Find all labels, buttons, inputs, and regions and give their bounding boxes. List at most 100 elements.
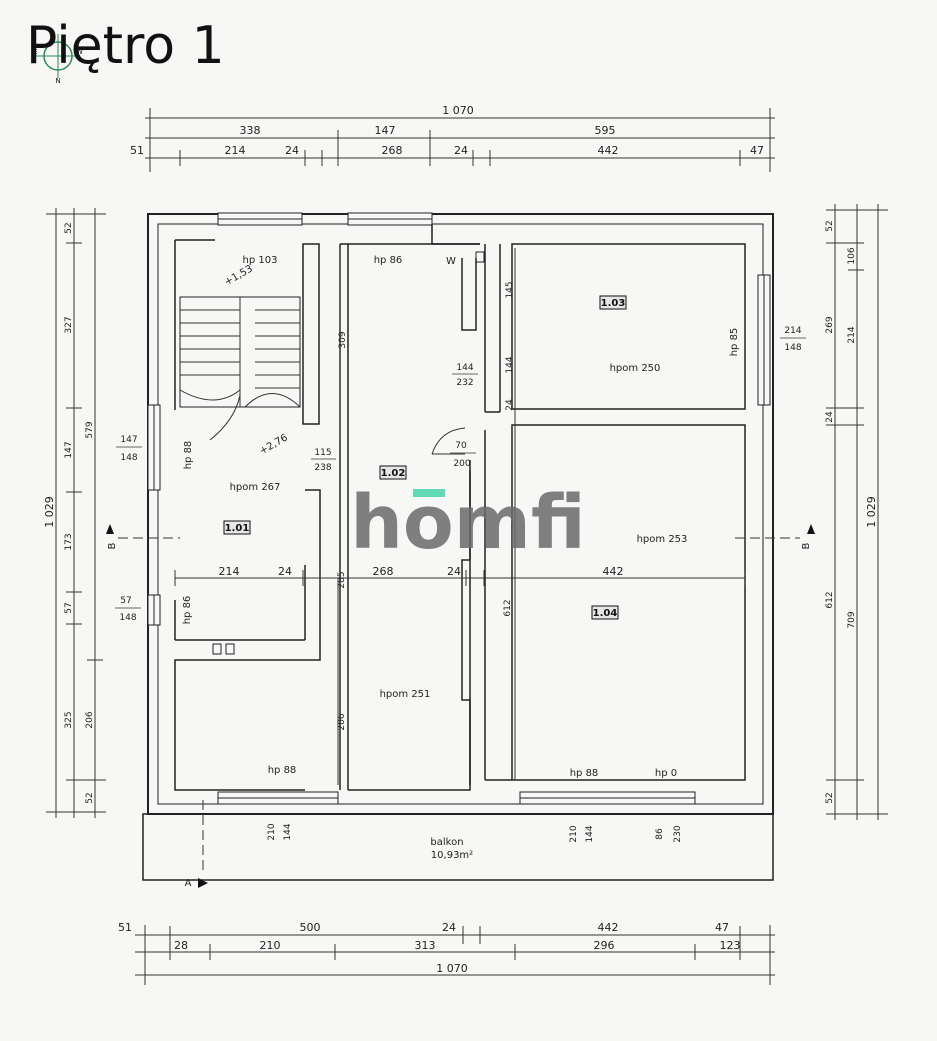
compass-west-label: W [76, 48, 83, 56]
room-1-01-height: hpom 267 [230, 482, 281, 493]
right-dim-outer: 1 029 [865, 496, 878, 528]
compass-east-label: E [33, 48, 37, 56]
bottom-dim-r1-0: 51 [118, 921, 132, 934]
inner-dim-285: 285 [337, 571, 347, 588]
top-dim-r3-3: 268 [382, 144, 403, 157]
left-dim-mid-5: 325 [64, 711, 74, 728]
bottom-dim-overall: 1 070 [436, 962, 468, 975]
top-dim-r2-2: 595 [595, 124, 616, 137]
compass-icon: N E W [33, 34, 83, 84]
window-2-210: 210 [569, 825, 579, 842]
label-hp85: hp 85 [729, 328, 740, 357]
top-dim-r2-0: 338 [240, 124, 261, 137]
window-1-210: 210 [267, 823, 277, 840]
label-level-276: +2,76 [258, 432, 290, 457]
window-3-230: 230 [673, 825, 683, 842]
window-2-144: 144 [585, 825, 595, 842]
top-dim-r2-1: 147 [375, 124, 396, 137]
label-hp86-left: hp 86 [182, 596, 193, 625]
room-1-01-number: 1.01 [225, 523, 250, 534]
bottom-dim-r2-1: 210 [260, 939, 281, 952]
inner-dim-mid-3: 24 [447, 565, 461, 578]
right-dim-inner-4: 24 [825, 411, 835, 423]
section-b-left: B [107, 542, 118, 549]
window-1-144: 144 [283, 823, 293, 840]
label-w: W [446, 256, 456, 267]
inner-dim-70: 70 [455, 441, 467, 451]
watermark-accent [413, 489, 445, 497]
window-3-86: 86 [655, 828, 665, 840]
inner-dim-mid-0: 214 [219, 565, 240, 578]
label-hp0: hp 0 [655, 768, 677, 779]
inner-dim-24v: 24 [505, 399, 515, 411]
bottom-dim-r1-1: 500 [300, 921, 321, 934]
right-dim-inner-3: 214 [847, 326, 857, 343]
room-1-03-height: hpom 250 [610, 363, 661, 374]
label-hp88-side: hp 88 [183, 441, 194, 470]
top-dim-overall: 1 070 [442, 104, 474, 117]
top-dim-r3-6: 47 [750, 144, 764, 157]
section-lines [118, 537, 800, 870]
right-dim-mid-0: 709 [847, 611, 857, 628]
room-1-04-height: hpom 253 [637, 534, 688, 545]
inner-dim-214: 214 [784, 326, 801, 336]
top-dim-r3-1: 214 [225, 144, 246, 157]
inner-dim-mid-2: 268 [373, 565, 394, 578]
label-balkon: balkon [430, 837, 463, 848]
inner-dim-232: 232 [456, 378, 473, 388]
room-1-03-number: 1.03 [601, 298, 626, 309]
top-dim-r3-0: 51 [130, 144, 144, 157]
left-dim-mid-1: 327 [64, 316, 74, 333]
inner-dim-148c: 148 [784, 343, 801, 353]
stair-treads [179, 297, 301, 408]
top-dim-r3-4: 24 [454, 144, 468, 157]
watermark-homfi: homfi [350, 480, 585, 566]
left-dim-inner-0: 579 [85, 421, 95, 438]
bottom-dim-r1-4: 47 [715, 921, 729, 934]
label-hp103: hp 103 [243, 255, 278, 266]
top-dimension-lines [145, 108, 775, 172]
compass-north-label: N [55, 77, 60, 84]
top-windows [147, 212, 771, 805]
inner-dim-206: 206 [337, 713, 347, 730]
inner-dim-57: 57 [120, 596, 131, 606]
left-dim-inner-1: 206 [85, 711, 95, 728]
room-1-02-height: hpom 251 [380, 689, 431, 700]
label-balkon-area: 10,93m² [431, 850, 473, 861]
bottom-dim-r2-0: 28 [174, 939, 188, 952]
left-dim-mid-2: 147 [64, 441, 74, 458]
inner-dim-115: 115 [314, 448, 331, 458]
bottom-dim-r2-4: 123 [720, 939, 741, 952]
left-dim-mid-0: 52 [64, 222, 74, 233]
inner-dim-mid-1: 24 [278, 565, 292, 578]
right-dim-inner-0: 52 [825, 220, 835, 231]
inner-dim-144v: 144 [505, 356, 515, 373]
room-1-02-number: 1.02 [381, 468, 406, 479]
label-hp86-top: hp 86 [374, 255, 403, 266]
page-title: Piętro 1 [26, 16, 225, 76]
inner-dim-309: 309 [338, 331, 348, 348]
bottom-dim-r1-2: 24 [442, 921, 456, 934]
label-hp88-a: hp 88 [268, 765, 297, 776]
right-dim-inner-5: 612 [825, 591, 835, 608]
inner-dim-145: 145 [505, 281, 515, 298]
right-dimension-lines [826, 204, 888, 820]
inner-dim-200: 200 [453, 459, 470, 469]
bottom-dim-r1-3: 442 [598, 921, 619, 934]
fixtures [212, 251, 485, 655]
left-dim-mid-3: 173 [64, 533, 74, 550]
inner-dim-mid-4: 442 [603, 565, 624, 578]
inner-dim-612: 612 [503, 599, 513, 616]
bottom-dimension-lines [135, 925, 775, 985]
inner-dim-238: 238 [314, 463, 331, 473]
left-dim-outer: 1 029 [43, 496, 56, 528]
section-b-right: B [801, 542, 812, 549]
right-dim-inner-1: 106 [847, 247, 857, 264]
bottom-dim-r2-2: 313 [415, 939, 436, 952]
section-a: A [185, 878, 192, 889]
inner-dimension-lines [174, 248, 746, 785]
door-swings [209, 394, 466, 455]
top-dim-r3-2: 24 [285, 144, 299, 157]
outer-walls [142, 213, 774, 881]
